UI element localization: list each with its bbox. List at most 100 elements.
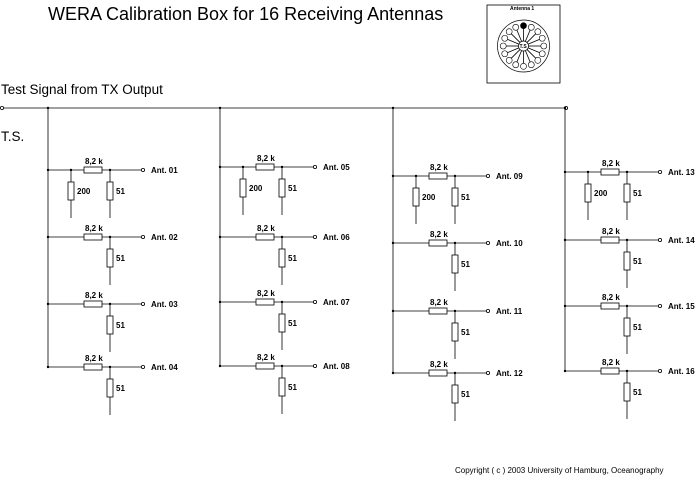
shunt-resistor [451,322,459,342]
series-resistor [600,302,620,310]
antenna-element-icon [499,42,507,50]
shunt-resistor-label: 51 [288,319,297,328]
antenna-terminal [140,167,145,172]
junction-dot [280,165,284,169]
antenna-label-13: Ant. 13 [668,168,695,177]
antenna-element-icon [505,57,513,64]
antenna-label-1: Ant. 01 [151,166,178,175]
antenna-terminal [658,169,663,174]
series-resistor [255,233,275,241]
shunt-resistor-label: 51 [288,383,297,392]
shunt-resistor-label: 51 [116,321,125,330]
junction-dot [453,241,457,245]
copyright-notice: Copyright ( c ) 2003 University of Hambu… [455,466,664,475]
series-resistor-label: 8,2 k [85,291,103,300]
junction-dot [280,300,284,304]
diagram-title: WERA Calibration Box for 16 Receiving An… [48,4,444,24]
antenna-element-icon [501,50,509,58]
junction-dot [586,170,590,174]
junction-dot [108,235,112,239]
antenna-element-icon [540,42,548,50]
first-stage-resistor [239,178,247,198]
shunt-resistor-label: 51 [461,390,470,399]
series-resistor-label: 8,2 k [602,159,620,168]
shunt-resistor-label: 51 [116,384,125,393]
first-stage-resistor-label: 200 [422,193,436,202]
antenna-terminal [658,303,663,308]
shunt-resistor-label: 51 [116,254,125,263]
antenna-terminal [658,368,663,373]
junction-dot [241,165,245,169]
series-resistor-label: 8,2 k [430,230,448,239]
series-resistor [255,362,275,370]
junction-dot [218,300,222,304]
antenna-element-icon [501,34,509,42]
series-resistor-label: 8,2 k [602,227,620,236]
junction-dot [453,371,457,375]
series-resistor-label: 8,2 k [430,360,448,369]
antenna-label-10: Ant. 10 [496,239,523,248]
inset-label: Antenna 1 [510,6,534,12]
shunt-resistor [623,251,631,271]
shunt-resistor [451,187,459,207]
antenna-element-icon [527,61,535,69]
shunt-resistor [623,183,631,203]
shunt-resistor-label: 51 [461,260,470,269]
series-resistor [600,367,620,375]
junction-dot [108,168,112,172]
junction-dot [391,174,395,178]
antenna-label-3: Ant. 03 [151,300,178,309]
ts-hub [518,40,529,52]
series-resistor-label: 8,2 k [257,353,275,362]
first-stage-resistor-label: 200 [594,189,608,198]
series-resistor-label: 8,2 k [602,293,620,302]
ts-label: T.S. [1,129,25,144]
antenna-terminal [140,234,145,239]
junction-dot [46,235,50,239]
series-resistor-label: 8,2 k [430,298,448,307]
junction-dot [563,238,567,242]
shunt-resistor-label: 51 [633,257,642,266]
junction-dot [391,241,395,245]
antenna-label-7: Ant. 07 [323,298,350,307]
shunt-resistor-label: 51 [288,184,297,193]
antenna-label-9: Ant. 09 [496,172,523,181]
junction-dot [453,174,457,178]
series-resistor [428,307,448,315]
antenna-terminal [485,370,490,375]
junction-dot [391,309,395,313]
junction-dot [563,369,567,373]
shunt-resistor-label: 51 [633,323,642,332]
antenna-element-icon [512,61,520,69]
shunt-resistor [623,317,631,337]
shunt-resistor [106,248,114,268]
junction-dot [391,371,395,375]
series-resistor [428,172,448,180]
array-circle [497,19,550,73]
antenna-terminal [485,240,490,245]
antenna-label-12: Ant. 12 [496,369,523,378]
shunt-resistor [623,382,631,402]
antenna-element-icon [527,23,535,31]
series-resistor-label: 8,2 k [257,289,275,298]
antenna-label-11: Ant. 11 [496,307,523,316]
junction-dot [625,170,629,174]
antenna-terminal [140,301,145,306]
antenna-terminal [658,237,663,242]
first-stage-resistor [584,183,592,203]
junction-dot [625,369,629,373]
series-resistor-label: 8,2 k [602,358,620,367]
antenna-element-icon [512,23,520,31]
junction-dot [69,168,73,172]
series-resistor-label: 8,2 k [85,157,103,166]
series-resistor-label: 8,2 k [257,154,275,163]
junction-dot [46,168,50,172]
antenna-element-icon [538,50,546,58]
series-resistor [83,363,103,371]
antenna-label-14: Ant. 14 [668,236,695,245]
input-label: Test Signal from TX Output [1,82,163,97]
first-stage-resistor [412,187,420,207]
series-resistor [428,239,448,247]
series-resistor [83,166,103,174]
